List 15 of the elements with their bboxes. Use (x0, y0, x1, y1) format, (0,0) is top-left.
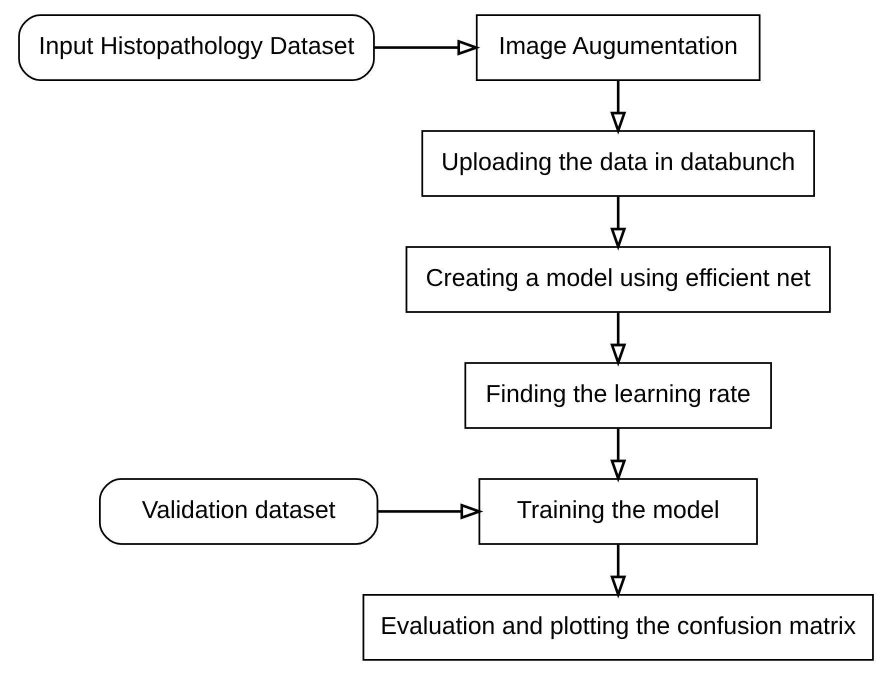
arrow (610, 80, 626, 135)
arrow (610, 312, 626, 367)
node-box: Evaluation and plotting the confusion matrix (362, 594, 874, 661)
arrow (374, 40, 480, 56)
arrow (610, 428, 626, 483)
arrow (610, 196, 626, 251)
node-box: Validation dataset (98, 478, 378, 545)
node-box: Image Augumentation (476, 14, 761, 81)
node-box: Training the model (478, 478, 758, 545)
node-box: Uploading the data in databunch (421, 130, 815, 197)
arrow (610, 544, 626, 598)
node-box: Creating a model using efficient net (406, 246, 831, 313)
arrow (378, 503, 484, 520)
node-box: Input Histopathology Dataset (18, 14, 375, 81)
node-box: Finding the learning rate (464, 362, 772, 429)
